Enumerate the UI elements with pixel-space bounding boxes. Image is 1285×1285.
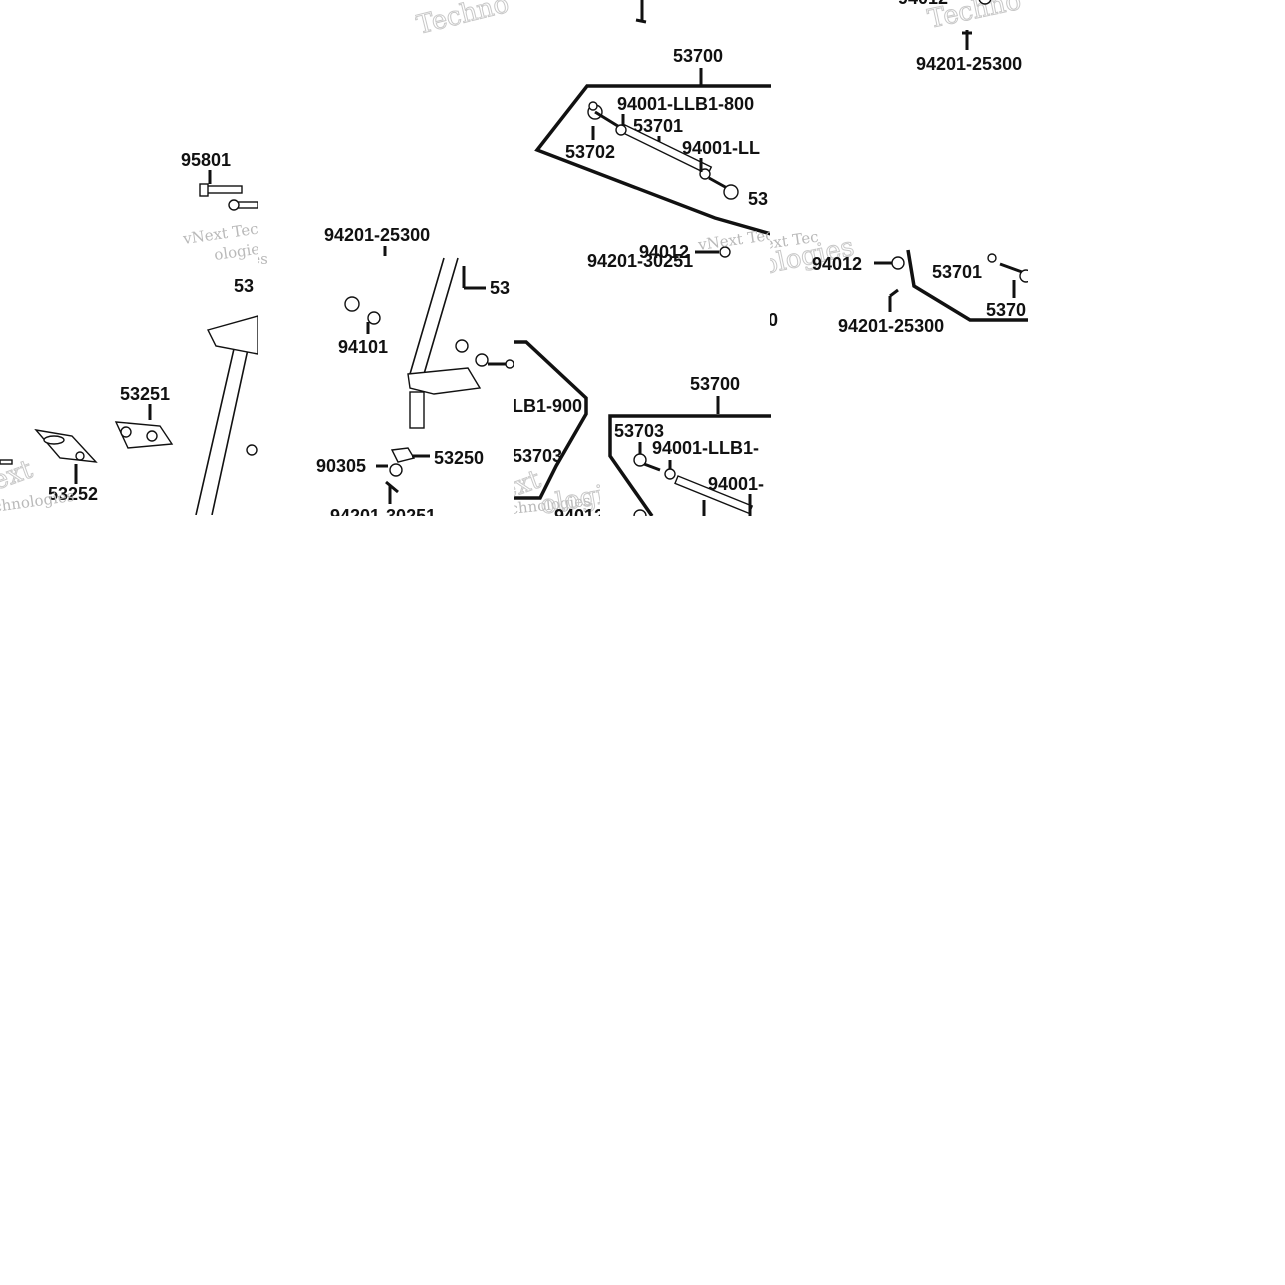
part-label-53701: 53701 xyxy=(633,116,683,136)
steering-column-icon xyxy=(195,315,258,515)
part-label-94001-llb1-800: 94001-LLB1-800 xyxy=(617,94,754,114)
tie-rod-end-icon xyxy=(987,253,1028,283)
part-label-53701: 53701 xyxy=(932,262,982,282)
nut-icon xyxy=(389,447,416,477)
part-label-95801: 95801 xyxy=(181,150,231,170)
part-label-94101: 94101 xyxy=(338,337,388,357)
part-label-94201-30251: 94201-30251 xyxy=(330,506,436,516)
part-label-53251: 53251 xyxy=(120,384,170,404)
part-label-94012: 94012 xyxy=(554,506,604,516)
assembly-frame xyxy=(906,249,1028,322)
part-label-94012: 94012 xyxy=(812,254,862,274)
part-label-53702: 53702 xyxy=(565,142,615,162)
part-label-5370: 5370 xyxy=(986,300,1026,320)
part-label-94201-30251: 94201-30251 xyxy=(587,251,693,270)
part-label-53703: 53703 xyxy=(614,421,664,441)
part-label-53: 53 xyxy=(490,278,510,298)
bracket-icon xyxy=(114,421,174,449)
diagram-tile-top-right: Techno 94012 94201-25300 xyxy=(770,0,1028,80)
nut-icon xyxy=(891,256,905,270)
part-label-53: 53 xyxy=(234,276,254,296)
diagram-tile-right: vNext Tec ologies 94012 53701 5370 90 94… xyxy=(770,216,1028,336)
watermark-text: Techno xyxy=(415,0,512,40)
part-label-53700: 53700 xyxy=(690,374,740,394)
part-label-94201-25300: 94201-25300 xyxy=(916,54,1022,74)
part-label-94001: 94001- xyxy=(708,474,764,494)
watermark-text: vNext Tec xyxy=(696,226,771,255)
part-label-94001-llb1: 94001-LLB1- xyxy=(652,438,759,458)
diagram-tile-left: 95801 vNext Tec ologies 53 53251 xyxy=(0,140,258,515)
watermark-text: ologies xyxy=(258,250,268,268)
assembly-frame xyxy=(534,84,771,236)
part-label-53250: 53250 xyxy=(434,448,484,468)
part-label-53252: 53252 xyxy=(48,484,98,504)
part-label-53: 53 xyxy=(748,189,768,209)
part-label-90: 90 xyxy=(770,310,778,330)
nut-icon xyxy=(344,296,381,325)
diagram-tile-center-right: LB1-900 53703 ext chnologies ologies 940… xyxy=(514,330,614,516)
assembly-frame xyxy=(514,340,588,500)
bolt-icon xyxy=(199,183,258,211)
part-label-94201-25300: 94201-25300 xyxy=(324,225,430,245)
diagram-tile-top-center: Techno xyxy=(415,0,515,40)
clamp-icon xyxy=(34,428,98,463)
diagram-tile-tie-rod-lower: 53700 53703 94001-LLB1- 94001- xyxy=(600,370,771,516)
part-label-94201-25300: 94201-25300 xyxy=(838,316,944,336)
diagram-tile-center: 94201-25300 ologies 53 94101 xyxy=(258,216,514,516)
part-label-94012: 94012 xyxy=(898,0,948,8)
part-label-90305: 90305 xyxy=(316,456,366,476)
tie-rod-icon xyxy=(587,101,739,200)
cotter-pin-icon xyxy=(385,480,399,494)
part-label-94001-llb1-900: LB1-900 xyxy=(514,396,582,416)
diagram-tile-tie-rod-upper: 53700 94001-LLB1-800 53701 53702 94001-L… xyxy=(515,40,771,270)
steering-shaft-icon xyxy=(407,257,482,429)
part-label-53703: 53703 xyxy=(514,446,562,466)
part-label-94001-ll: 94001-LL xyxy=(682,138,760,158)
part-label-94012: 94012 xyxy=(639,242,689,262)
nut-icon xyxy=(978,0,992,5)
diagram-tile-top-bolt xyxy=(620,0,660,30)
assembly-frame xyxy=(608,414,771,516)
part-label-53700: 53700 xyxy=(673,46,723,66)
nut-icon xyxy=(455,339,514,369)
